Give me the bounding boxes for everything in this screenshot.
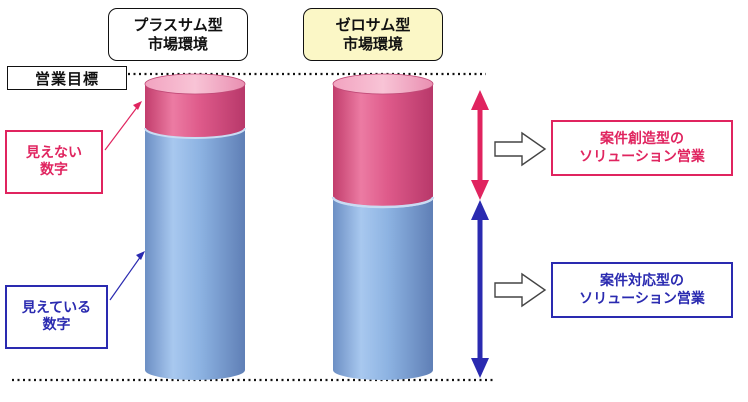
zero-visible-segment [333, 198, 433, 380]
plus-cylinder-top [144, 73, 246, 95]
blue-range-arrow [471, 200, 489, 378]
creation-sales-line1: 案件創造型の [600, 130, 684, 147]
visible-numbers-label: 見えている 数字 [5, 285, 108, 349]
zero-sum-cylinder [331, 73, 435, 380]
response-sales-box: 案件対応型の ソリューション営業 [551, 262, 733, 318]
leader-visible [109, 251, 145, 301]
plus-sum-header-line2: 市場環境 [147, 34, 208, 53]
invisible-numbers-line2: 数字 [40, 162, 68, 178]
plus-sum-header-line1: プラスサム型 [133, 15, 223, 34]
creation-sales-line2: ソリューション営業 [579, 149, 705, 165]
block-arrow-upper [494, 131, 547, 167]
zero-sum-header: ゼロサム型 市場環境 [303, 8, 443, 61]
invisible-numbers-line1: 見えない [26, 144, 82, 161]
plus-visible-segment [145, 128, 245, 380]
zero-sum-header-line1: ゼロサム型 [335, 15, 411, 34]
zero-cylinder-top [332, 73, 434, 95]
goal-label: 営業目標 [7, 66, 127, 90]
block-arrow-lower [494, 272, 547, 308]
visible-numbers-line2: 数字 [42, 317, 71, 333]
plus-sum-cylinder [144, 73, 246, 380]
response-sales-line2: ソリューション営業 [579, 291, 705, 307]
creation-sales-box: 案件創造型の ソリューション営業 [551, 120, 733, 176]
zero-invisible-segment [333, 84, 433, 206]
response-sales-line1: 案件対応型の [600, 272, 684, 289]
zero-segment-rim [331, 196, 435, 209]
plus-segment-rim [144, 127, 246, 139]
leader-invisible [104, 101, 142, 151]
zero-sum-header-line2: 市場環境 [342, 34, 403, 53]
plus-invisible-segment [145, 84, 245, 138]
invisible-numbers-label: 見えない 数字 [5, 130, 103, 194]
pink-range-arrow [471, 90, 489, 200]
plus-sum-header: プラスサム型 市場環境 [108, 8, 248, 61]
visible-numbers-line1: 見えている [21, 299, 92, 316]
